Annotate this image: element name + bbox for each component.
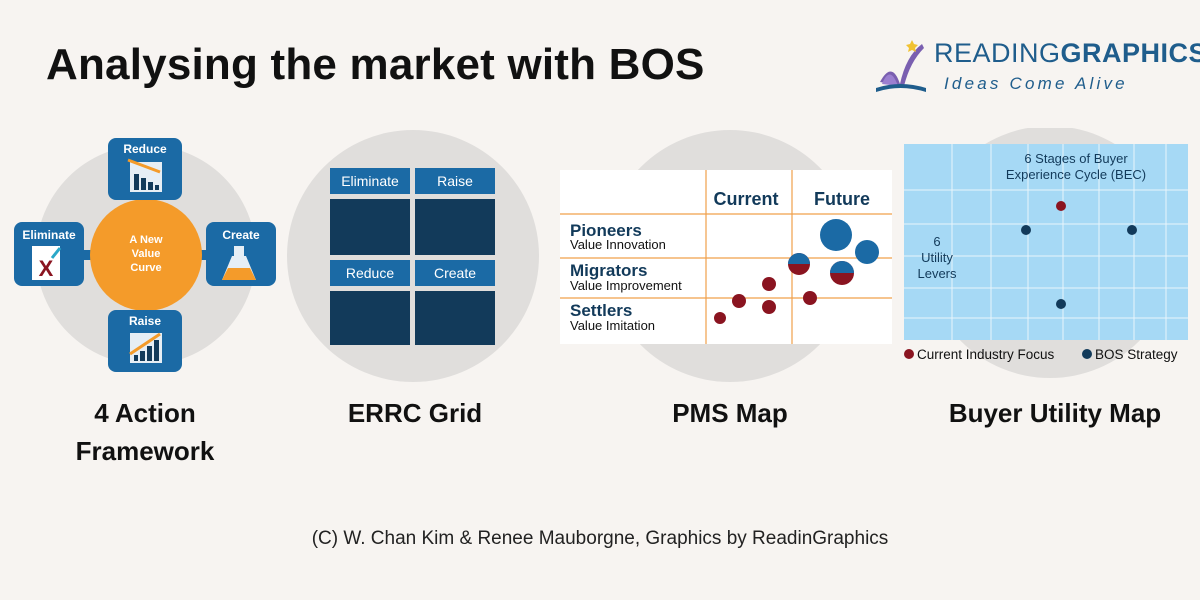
bum-dot-bos-1 — [1021, 225, 1031, 235]
pms-dot-migrator-1 — [762, 277, 776, 291]
value-curve-circle — [90, 199, 202, 311]
center-line-1: A New — [129, 234, 163, 246]
reduce-chart-icon — [127, 158, 162, 192]
errc-raise-header — [415, 168, 495, 194]
buyer-utility-grid-background — [904, 144, 1188, 340]
bum-side-label-line-1: 6 — [933, 234, 940, 249]
pms-row-sub-pioneers: Value Innovation — [570, 237, 666, 252]
eliminate-label: Eliminate — [22, 228, 76, 242]
logo-name-light: READING — [934, 38, 1061, 68]
pms-dot-migrator-2 — [803, 291, 817, 305]
flask-icon — [222, 246, 256, 280]
pms-row-name-migrators: Migrators — [570, 261, 647, 280]
raise-chart-icon — [129, 332, 162, 363]
action-framework-caption-line-1: 4 Action — [94, 398, 196, 428]
logo-tagline: Ideas Come Alive — [944, 74, 1128, 93]
errc-reduce-label: Reduce — [346, 265, 394, 281]
raise-label: Raise — [129, 314, 161, 328]
errc-eliminate-cell — [330, 199, 410, 255]
pms-current-label: Current — [713, 189, 778, 209]
errc-raise-label: Raise — [437, 173, 473, 189]
bum-dot-current-focus — [1056, 201, 1066, 211]
reduce-label: Reduce — [123, 142, 167, 156]
legend-bos-label: BOS Strategy — [1095, 347, 1178, 362]
pms-map-caption: PMS Map — [672, 398, 788, 428]
pms-dot-settler-2 — [732, 294, 746, 308]
bum-side-label-line-2: Utility — [921, 250, 953, 265]
errc-reduce-header — [330, 260, 410, 286]
legend-current-dot — [904, 349, 914, 359]
errc-create-label: Create — [434, 265, 476, 281]
pms-dot-migrator-half-2 — [830, 261, 854, 285]
bum-top-label-line-1: 6 Stages of Buyer — [1024, 151, 1128, 166]
pms-map-table — [560, 170, 892, 344]
page-title: Analysing the market with BOS — [46, 40, 705, 89]
buyer-utility-gridlines — [904, 144, 1188, 340]
errc-eliminate-label: Eliminate — [341, 173, 399, 189]
errc-reduce-cell — [330, 291, 410, 345]
bum-side-label-line-3: Levers — [917, 266, 957, 281]
action-framework-caption-line-2: Framework — [75, 436, 215, 466]
bum-dot-bos-2 — [1127, 225, 1137, 235]
pms-dot-settler-1 — [714, 312, 726, 324]
readinggraphics-logo: READINGGRAPHICS Ideas Come Alive — [872, 34, 1200, 98]
pms-dot-pioneer-2 — [855, 240, 879, 264]
errc-eliminate-header — [330, 168, 410, 194]
pms-future-label: Future — [814, 189, 870, 209]
eliminate-document-icon: X — [32, 246, 62, 281]
book-logo-icon — [876, 40, 926, 92]
four-action-framework-diagram: A New Value Curve Reduce Raise Eliminate… — [14, 138, 276, 372]
pms-dot-migrator-half-1 — [788, 253, 810, 275]
pms-dot-settler-3 — [762, 300, 776, 314]
buyer-utility-map-caption: Buyer Utility Map — [948, 398, 1162, 428]
legend-current-label: Current Industry Focus — [917, 347, 1055, 362]
center-line-3: Curve — [130, 262, 161, 274]
svg-text:X: X — [39, 256, 54, 281]
logo-name-bold: GRAPHICS — [1060, 38, 1200, 68]
errc-create-header — [415, 260, 495, 286]
create-label: Create — [222, 228, 260, 242]
errc-grid-diagram: Eliminate Raise Reduce Create — [287, 130, 539, 382]
action-framework-caption: 4 Action Framework — [40, 394, 250, 470]
pms-row-sub-settlers: Value Imitation — [570, 318, 655, 333]
logo-name: READINGGRAPHICS — [934, 38, 1200, 69]
buyer-utility-map-diagram: 6 Stages of Buyer Experience Cycle (BEC)… — [904, 128, 1188, 378]
bum-dot-bos-3 — [1056, 299, 1066, 309]
bum-top-label-line-2: Experience Cycle (BEC) — [1006, 167, 1146, 182]
errc-create-cell — [415, 291, 495, 345]
pms-row-sub-migrators: Value Improvement — [570, 278, 682, 293]
pms-row-name-settlers: Settlers — [570, 301, 632, 320]
center-line-2: Value — [132, 248, 161, 260]
errc-grid-caption: ERRC Grid — [347, 398, 483, 428]
pms-row-name-pioneers: Pioneers — [570, 221, 642, 240]
copyright-credit: (C) W. Chan Kim & Renee Mauborgne, Graph… — [311, 528, 889, 549]
legend-bos-dot — [1082, 349, 1092, 359]
pms-map-diagram: Current Future Pioneers Value Innovation… — [560, 130, 892, 382]
background-circle — [287, 130, 539, 382]
pms-dot-pioneer-1 — [820, 219, 852, 251]
errc-raise-cell — [415, 199, 495, 255]
